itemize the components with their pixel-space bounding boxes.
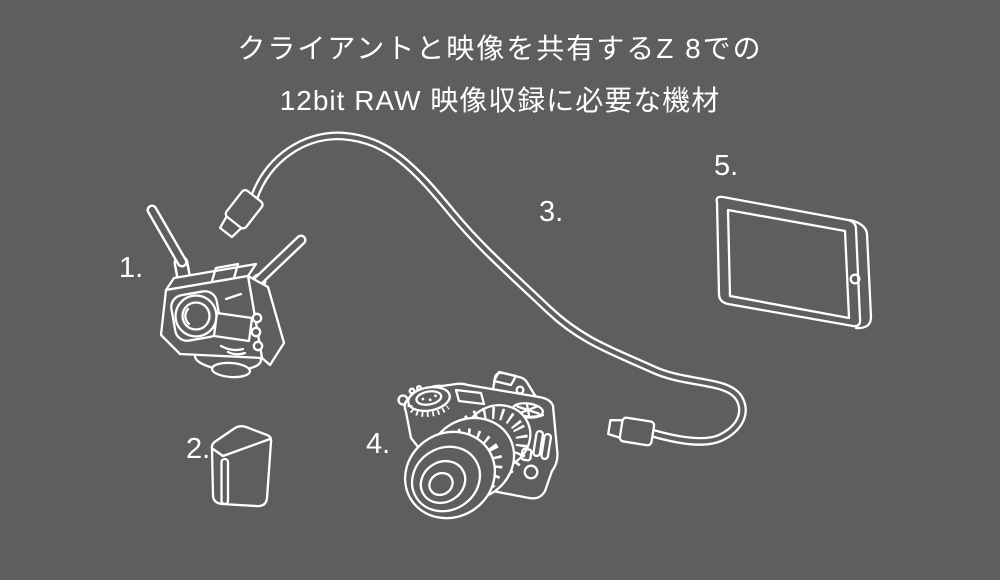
camera-illustration [397,370,559,520]
tablet-home-button [849,273,861,285]
item-number-5: 5. [714,150,738,182]
item-number-4: 4. [366,428,390,460]
camera-mode-dial [407,385,451,413]
tablet-illustration [715,195,873,330]
camera-grip-controls [520,429,553,480]
transmitter-buttons [250,312,264,352]
battery-groove [220,457,230,506]
camera-top-display [454,388,486,406]
camera-lens [403,404,532,520]
transmitter-antenna-left [146,204,192,287]
tablet-screen [726,208,851,320]
hdmi-plug-top [218,189,264,239]
wireless-transmitter-illustration [146,204,307,379]
diagram-title-line2: 12bit RAW 映像収録に必要な機材 [279,85,721,116]
item-number-1: 1. [119,252,143,284]
diagram-title-line1: クライアントと映像を共有するZ 8での [237,33,763,64]
tablet-side-edge [848,218,873,330]
item-number-2: 2. [186,433,210,465]
hdmi-cable-illustration [218,131,747,447]
hdmi-plug-bottom [607,416,656,447]
item-number-3: 3. [539,196,563,228]
transmitter-display [212,311,254,343]
battery-illustration [210,425,273,508]
tablet-body [715,195,862,328]
